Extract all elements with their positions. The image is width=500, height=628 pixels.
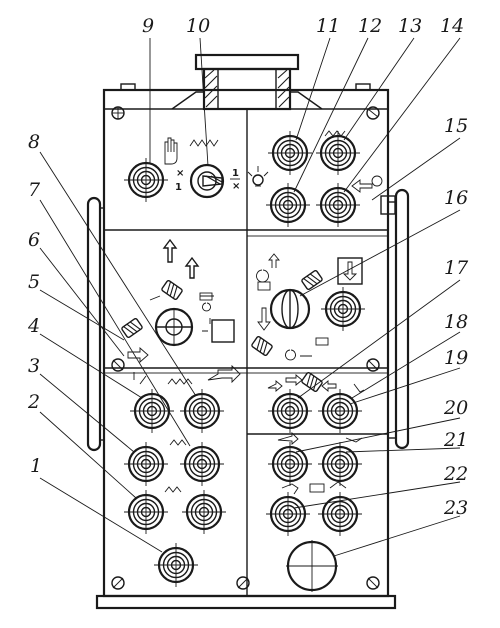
socket-9 (122, 156, 170, 204)
callout-7: 7 (28, 179, 41, 201)
up-arrow-icon (162, 238, 200, 279)
callout-10: 10 (186, 15, 210, 37)
callout-22: 22 (443, 463, 468, 485)
corner-screw (111, 106, 125, 120)
corner-screw (366, 106, 380, 120)
callout-17: 17 (444, 257, 469, 279)
housing (95, 83, 397, 610)
socket-right-row1 (178, 387, 226, 435)
lever-handle[interactable] (120, 317, 144, 339)
callout-4: 4 (27, 315, 40, 337)
base-plate (95, 594, 397, 610)
corner-screw (366, 358, 380, 372)
callout-8: 8 (28, 131, 40, 153)
socket-17 (266, 387, 314, 435)
socket-12 (264, 181, 312, 229)
callout-13: 13 (398, 15, 422, 37)
selector-switch-10[interactable] (189, 139, 225, 199)
socket-21 (316, 440, 364, 488)
corner-screw (111, 358, 125, 372)
socket-1 (152, 541, 200, 589)
socket-left-row3 (122, 488, 170, 536)
corner-screw (111, 576, 125, 590)
callout-5: 5 (28, 271, 40, 293)
handle-mark-x: × (176, 168, 184, 179)
callout-14: 14 (440, 15, 464, 37)
zigzag-icon (324, 130, 346, 137)
main-selector-switch[interactable] (154, 307, 194, 347)
callout-18: 18 (444, 311, 468, 333)
socket-23 (286, 540, 338, 592)
handle-mark-1: 1 (232, 168, 239, 179)
main-selector-switch-right[interactable] (269, 288, 311, 330)
callout-9: 9 (142, 15, 154, 37)
callout-16: 16 (444, 187, 468, 209)
leader-lines (39, 37, 461, 557)
lever-handle[interactable] (300, 269, 324, 291)
callout-1: 1 (30, 455, 42, 477)
lever-handle[interactable] (250, 335, 274, 357)
arrow-icon (207, 364, 241, 384)
indicator-box (211, 319, 235, 343)
socket-left-row1 (128, 387, 176, 435)
right-handrail (380, 188, 410, 450)
callout-20: 20 (443, 397, 468, 419)
socket-16 (319, 285, 367, 333)
callout-2: 2 (27, 391, 40, 413)
callout-23: 23 (443, 497, 468, 519)
left-handrail (86, 196, 104, 452)
corner-screw (366, 576, 380, 590)
socket-22 (264, 490, 312, 538)
indicator-box (337, 257, 363, 285)
socket-right-row2 (178, 440, 226, 488)
zigzag-icon (189, 139, 219, 147)
socket-13 (314, 129, 362, 177)
handle-mark-1: 1 (175, 182, 182, 193)
lamp-icon (247, 166, 269, 187)
corner-screw (236, 576, 250, 590)
callout-6: 6 (28, 229, 40, 251)
callout-12: 12 (358, 15, 382, 37)
callout-19: 19 (444, 347, 468, 369)
callout-3: 3 (28, 355, 40, 377)
socket-20 (266, 440, 314, 488)
top-coupling (171, 53, 323, 111)
callout-21: 21 (443, 429, 468, 451)
callout-11: 11 (316, 15, 340, 37)
lever-handle[interactable] (160, 279, 184, 301)
callout-15: 15 (444, 115, 468, 137)
socket-right-row3 (180, 488, 228, 536)
handle-mark-x: × (232, 181, 240, 192)
arrow-icon (351, 179, 373, 193)
socket-14 (314, 181, 362, 229)
hand-icon (164, 137, 178, 165)
callout-labels: 1 2 3 4 5 6 7 8 9 10 11 12 13 14 15 16 1… (27, 15, 469, 519)
